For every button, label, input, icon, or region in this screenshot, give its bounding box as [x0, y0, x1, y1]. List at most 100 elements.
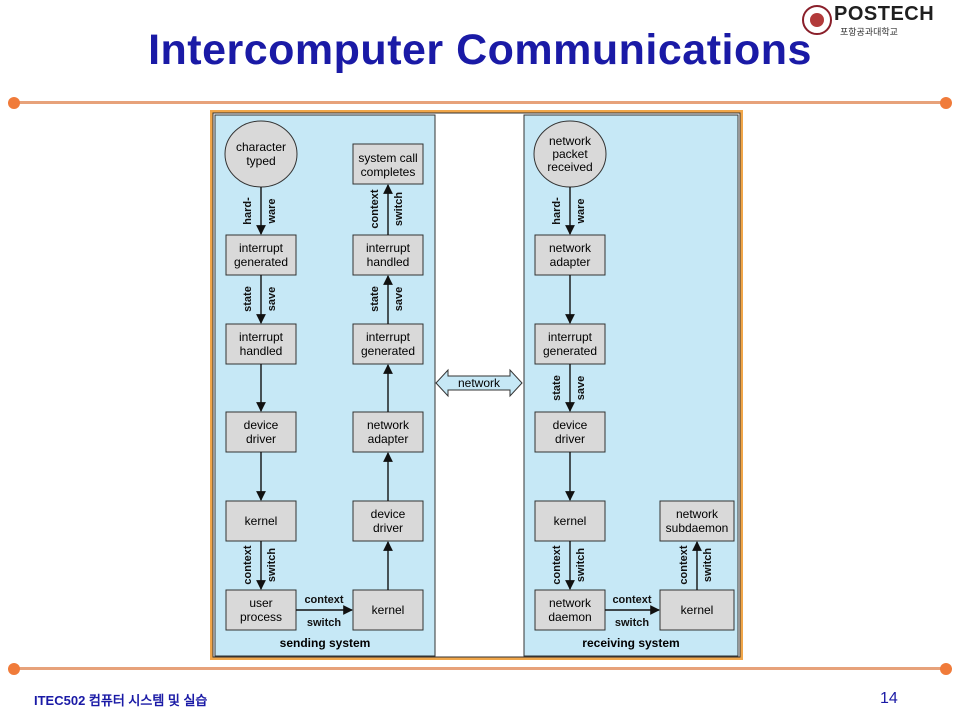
sending-system-label: sending system: [280, 636, 371, 650]
sending-panel: [214, 114, 436, 657]
divider-dot: [8, 97, 20, 109]
svg-text:switch: switch: [615, 617, 650, 629]
svg-text:interrupt: interrupt: [366, 241, 411, 255]
node-interrupt-handled: interrupt handled: [352, 234, 424, 276]
svg-text:character: character: [236, 140, 286, 154]
svg-text:interrupt: interrupt: [239, 330, 284, 344]
svg-text:switch: switch: [575, 548, 587, 583]
divider-dot: [940, 97, 952, 109]
receiving-system-label: receiving system: [582, 636, 679, 650]
divider-dot: [8, 663, 20, 675]
svg-text:completes: completes: [361, 165, 416, 179]
node-device-driver: device driver: [534, 411, 606, 453]
sending-edge-labels: hard- ware state save context switch con…: [242, 189, 405, 629]
svg-text:subdaemon: subdaemon: [666, 521, 729, 535]
svg-text:adapter: adapter: [368, 432, 409, 446]
node-interrupt-generated: interrupt generated: [534, 323, 606, 365]
node-device-driver: device driver: [352, 500, 424, 542]
svg-text:driver: driver: [373, 521, 403, 535]
network-link: network: [435, 368, 523, 398]
svg-text:driver: driver: [555, 432, 585, 446]
svg-text:state: state: [242, 286, 254, 312]
network-label: network: [458, 376, 501, 390]
svg-text:context: context: [369, 189, 381, 228]
node-network-packet-received: network packet received: [533, 120, 607, 188]
svg-text:save: save: [575, 376, 587, 400]
diagram-canvas: character typed system call completes in…: [212, 112, 741, 658]
node-interrupt-generated: interrupt generated: [225, 234, 297, 276]
svg-text:interrupt: interrupt: [366, 330, 411, 344]
node-network-subdaemon: network subdaemon: [659, 500, 735, 542]
top-divider: [14, 101, 946, 104]
bottom-divider: [14, 667, 946, 670]
svg-text:context: context: [242, 545, 254, 584]
svg-text:kernel: kernel: [245, 514, 278, 528]
svg-text:generated: generated: [361, 344, 415, 358]
svg-text:save: save: [266, 287, 278, 311]
svg-text:network: network: [549, 134, 592, 148]
node-network-adapter: network adapter: [352, 411, 424, 453]
postech-logo: POSTECH 포항공과대학교: [800, 2, 960, 37]
divider-dot: [940, 663, 952, 675]
svg-text:device: device: [244, 418, 279, 432]
svg-text:state: state: [551, 375, 563, 401]
node-interrupt-handled: interrupt handled: [225, 323, 297, 365]
svg-text:context: context: [678, 545, 690, 584]
node-kernel: kernel: [534, 500, 606, 542]
svg-text:kernel: kernel: [681, 603, 714, 617]
svg-text:network: network: [367, 418, 410, 432]
sending-arrows: [256, 184, 393, 615]
node-user-process: user process: [225, 589, 297, 631]
svg-text:kernel: kernel: [372, 603, 405, 617]
svg-text:generated: generated: [234, 255, 288, 269]
svg-text:daemon: daemon: [548, 610, 591, 624]
svg-text:save: save: [393, 287, 405, 311]
svg-text:process: process: [240, 610, 282, 624]
node-character-typed: character typed: [224, 120, 298, 188]
svg-text:state: state: [369, 286, 381, 312]
node-network-adapter: network adapter: [534, 234, 606, 276]
logo-subtext: 포항공과대학교: [840, 27, 898, 37]
svg-text:hard-: hard-: [551, 197, 563, 225]
svg-text:context: context: [551, 545, 563, 584]
svg-text:system call: system call: [358, 151, 417, 165]
svg-text:hard-: hard-: [242, 197, 254, 225]
svg-text:switch: switch: [702, 548, 714, 583]
svg-text:handled: handled: [367, 255, 410, 269]
communication-diagram: character typed system call completes in…: [210, 110, 743, 660]
svg-text:network: network: [549, 241, 592, 255]
svg-text:ware: ware: [575, 198, 587, 224]
receiving-edge-labels: hard- ware state save context switch con…: [551, 197, 714, 629]
svg-text:user: user: [249, 596, 272, 610]
node-kernel: kernel: [225, 500, 297, 542]
page-number: 14: [880, 690, 898, 707]
node-system-call-completes: system call completes: [352, 143, 424, 185]
svg-text:switch: switch: [307, 617, 342, 629]
university-seal-icon: [802, 5, 832, 35]
svg-text:device: device: [553, 418, 588, 432]
logo-text: POSTECH: [834, 3, 935, 25]
svg-text:network: network: [676, 507, 719, 521]
svg-text:kernel: kernel: [554, 514, 587, 528]
svg-text:received: received: [547, 160, 592, 174]
svg-text:switch: switch: [393, 192, 405, 227]
footer-course: ITEC502 컴퓨터 시스템 및 실습: [34, 693, 208, 708]
node-device-driver: device driver: [225, 411, 297, 453]
svg-text:switch: switch: [266, 548, 278, 583]
node-kernel: kernel: [659, 589, 735, 631]
receiving-arrows: [565, 187, 702, 615]
svg-text:network: network: [549, 596, 592, 610]
receiving-panel: [523, 114, 739, 657]
svg-text:interrupt: interrupt: [239, 241, 284, 255]
svg-text:driver: driver: [246, 432, 276, 446]
node-network-daemon: network daemon: [534, 589, 606, 631]
node-kernel: kernel: [352, 589, 424, 631]
svg-text:adapter: adapter: [550, 255, 591, 269]
svg-text:generated: generated: [543, 344, 597, 358]
svg-text:context: context: [304, 594, 343, 606]
svg-text:device: device: [371, 507, 406, 521]
svg-text:typed: typed: [246, 154, 275, 168]
svg-text:ware: ware: [266, 198, 278, 224]
svg-text:packet: packet: [552, 147, 588, 161]
node-interrupt-generated: interrupt generated: [352, 323, 424, 365]
